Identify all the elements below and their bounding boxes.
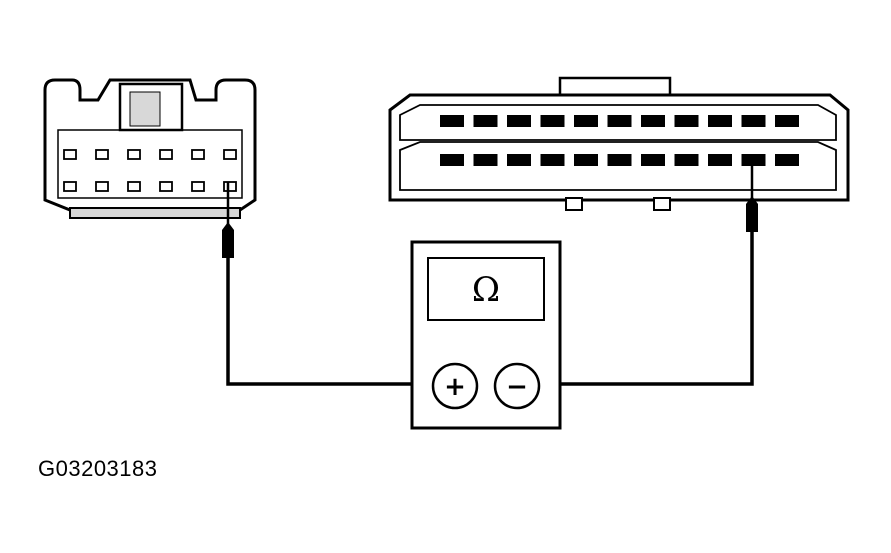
large-connector-pin xyxy=(674,115,699,127)
small-connector-housing xyxy=(43,78,257,212)
small-connector-pin xyxy=(127,149,141,160)
large-connector-pin xyxy=(607,115,632,127)
large-connector-foot-right xyxy=(653,197,671,211)
small-connector-latch-shade xyxy=(129,91,161,127)
positive-probe-handle xyxy=(222,222,234,258)
large-connector-pin xyxy=(540,154,565,166)
large-connector-pin xyxy=(708,115,732,127)
small-connector-pin xyxy=(63,149,77,160)
small-connector-pin xyxy=(223,181,237,192)
positive-test-lead xyxy=(226,255,432,386)
small-connector xyxy=(43,78,257,219)
large-connector-pin xyxy=(473,115,498,127)
negative-jack xyxy=(493,362,541,410)
ohmmeter-display xyxy=(427,257,545,321)
large-connector-pin xyxy=(540,115,565,127)
large-connector-pin xyxy=(708,154,732,166)
large-connector-pins xyxy=(440,115,799,166)
large-connector xyxy=(388,76,850,211)
positive-jack xyxy=(431,362,479,410)
large-connector-foot-left xyxy=(565,197,583,211)
small-connector-pin xyxy=(191,181,205,192)
large-connector-pin xyxy=(741,115,766,127)
large-connector-pin xyxy=(775,115,799,127)
large-connector-pin xyxy=(775,154,799,166)
large-connector-pin xyxy=(641,115,665,127)
negative-jack-symbol: − xyxy=(506,372,528,402)
small-connector-pin xyxy=(127,181,141,192)
ohmmeter-icon: Ω + − xyxy=(410,240,562,430)
large-connector-pin xyxy=(674,154,699,166)
large-connector-pin xyxy=(574,154,598,166)
small-connector-pin xyxy=(191,149,205,160)
large-connector-pin xyxy=(607,154,632,166)
negative-test-lead xyxy=(540,228,754,386)
small-connector-pins xyxy=(63,149,237,192)
small-connector-pin xyxy=(95,181,109,192)
small-connector-pin xyxy=(95,149,109,160)
small-connector-base xyxy=(69,207,241,219)
figure-code: G03203183 xyxy=(38,456,158,481)
large-connector-pin xyxy=(440,115,464,127)
large-connector-pin xyxy=(440,154,464,166)
ohmmeter-display-symbol: Ω xyxy=(472,270,500,310)
small-connector-pin xyxy=(159,181,173,192)
large-connector-pin xyxy=(574,115,598,127)
large-connector-pin xyxy=(473,154,498,166)
large-connector-pin xyxy=(641,154,665,166)
large-connector-top-tab xyxy=(558,76,672,98)
small-connector-pin xyxy=(63,181,77,192)
large-connector-pin xyxy=(741,154,766,166)
negative-probe-handle xyxy=(746,196,758,232)
small-connector-pin xyxy=(159,149,173,160)
large-connector-pin xyxy=(507,115,531,127)
positive-probe xyxy=(222,182,234,258)
positive-jack-symbol: + xyxy=(444,372,466,402)
negative-probe xyxy=(746,160,758,232)
large-connector-pin xyxy=(507,154,531,166)
small-connector-pin xyxy=(223,149,237,160)
